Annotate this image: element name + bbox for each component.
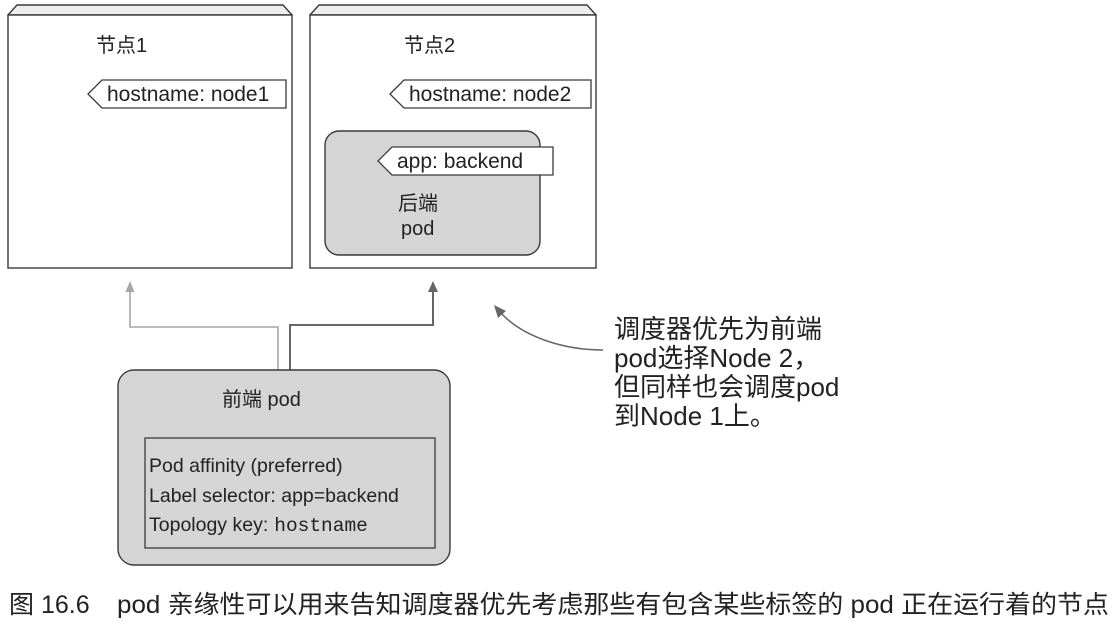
pod-affinity-rule: Pod affinity (preferred) — [149, 455, 343, 477]
node-2-top-face — [309, 4, 597, 16]
node-1-label: 节点1 — [96, 34, 147, 57]
node-1-box — [7, 14, 293, 269]
figure-number: 图 16.6 — [9, 591, 90, 619]
backend-pod: app: backend 后端 pod — [324, 130, 554, 256]
pod-affinity-spec: Pod affinity (preferred) Label selector:… — [144, 437, 436, 549]
node-2-hostname-label: hostname: node2 — [389, 79, 592, 109]
topology-key-value: hostname — [274, 515, 368, 537]
link-to-node-1-arrowhead — [125, 281, 135, 292]
node-2: 节点2 hostname: node2 app: backend 后端 pod — [309, 4, 597, 269]
label-tag-shape — [389, 79, 592, 109]
label-tag-text: app: backend — [397, 150, 523, 173]
annotation-line-4: 到Node 1上。 — [614, 401, 776, 431]
label-tag-shape — [87, 79, 287, 109]
annotation-arrowhead — [494, 305, 506, 318]
node-1-hostname-label: hostname: node1 — [87, 79, 287, 109]
node-2-label: 节点2 — [404, 34, 455, 57]
node-1-top-face — [7, 4, 293, 16]
affinity-links — [125, 281, 438, 370]
backend-pod-name-line-2: pod — [401, 218, 434, 240]
figure-caption: 图 16.6 pod 亲缘性可以用来告知调度器优先考虑那些有包含某些标签的 po… — [9, 591, 1109, 619]
topology-key-line: Topology key: hostname — [149, 514, 368, 537]
annotation-arrow — [500, 312, 604, 351]
pod-affinity-spec-box — [144, 437, 436, 549]
annotation-line-1: 调度器优先为前端 — [614, 314, 822, 344]
label-tag-text: hostname: node2 — [409, 83, 571, 106]
backend-pod-app-label: app: backend — [377, 146, 554, 176]
frontend-pod-title: 前端 pod — [222, 388, 301, 411]
backend-pod-name-line-1: 后端 — [398, 192, 438, 215]
link-to-node-1 — [129, 291, 279, 370]
topology-key-label: Topology key: — [149, 514, 268, 536]
frontend-pod: 前端 pod Pod affinity (preferred) Label se… — [117, 369, 451, 566]
figure-caption-text: pod 亲缘性可以用来告知调度器优先考虑那些有包含某些标签的 pod 正在运行着… — [117, 591, 1109, 619]
link-to-node-2 — [289, 291, 434, 370]
annotation: 调度器优先为前端 pod选择Node 2， 但同样也会调度pod 到Node 1… — [494, 305, 839, 431]
label-tag-shape — [377, 146, 554, 176]
node-1: 节点1 hostname: node1 — [7, 4, 293, 269]
label-tag-text: hostname: node1 — [107, 83, 269, 106]
label-selector-line: Label selector: app=backend — [149, 485, 399, 507]
annotation-line-3: 但同样也会调度pod — [614, 372, 839, 402]
annotation-line-2: pod选择Node 2， — [614, 343, 819, 373]
link-to-node-2-arrowhead — [428, 281, 438, 292]
